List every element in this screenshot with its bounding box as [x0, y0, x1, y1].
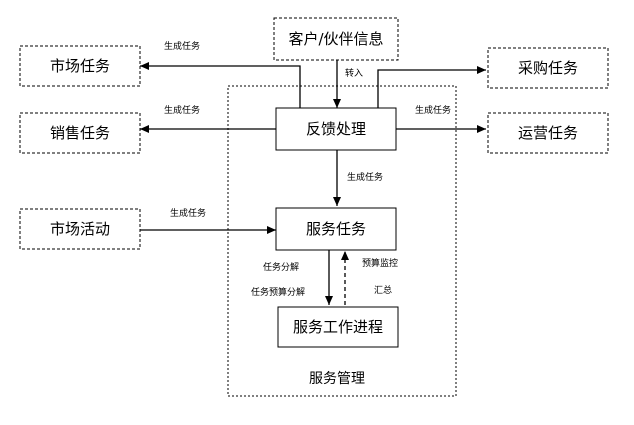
node-market-task: 市场任务	[19, 45, 141, 87]
edge-label-budget-monitoring: 预算监控	[362, 257, 398, 269]
edge-label-transfer-in: 转入	[345, 67, 363, 79]
svg-text:反馈处理: 反馈处理	[306, 120, 366, 138]
svg-text:市场活动: 市场活动	[50, 220, 110, 238]
edge-to-market-task	[140, 62, 301, 108]
svg-text:销售任务: 销售任务	[50, 124, 110, 142]
service-management-group	[227, 85, 457, 397]
edge-label-to-market-task: 生成任务	[164, 40, 200, 52]
node-market-activity: 市场活动	[19, 208, 141, 250]
edge-to-procurement-task	[377, 66, 486, 108]
node-procurement-task: 采购任务	[487, 47, 609, 89]
node-service-task: 服务任务	[275, 207, 397, 251]
group-label: 服务管理	[309, 371, 365, 387]
svg-text:客户/伙伴信息: 客户/伙伴信息	[288, 30, 383, 48]
edge-label-task-breakdown: 任务分解	[263, 261, 299, 273]
node-operations-task: 运营任务	[487, 112, 609, 154]
edge-label-budget-breakdown: 任务预算分解	[251, 286, 305, 298]
edge-label-to-sales-task: 生成任务	[164, 104, 200, 116]
svg-text:市场任务: 市场任务	[50, 57, 110, 75]
node-sales-task: 销售任务	[19, 112, 141, 154]
edge-label-to-operations-task: 生成任务	[415, 104, 451, 116]
svg-text:运营任务: 运营任务	[518, 124, 578, 142]
svg-text:采购任务: 采购任务	[518, 59, 578, 77]
node-customer-info: 客户/伙伴信息	[273, 17, 399, 61]
edge-label-summary: 汇总	[374, 284, 392, 296]
svg-text:服务工作进程: 服务工作进程	[293, 318, 383, 336]
node-service-work-progress: 服务工作进程	[277, 306, 399, 348]
connectors	[140, 60, 486, 305]
node-feedback-processing: 反馈处理	[275, 107, 397, 151]
edge-label-from-market-activity: 生成任务	[170, 207, 206, 219]
svg-text:服务任务: 服务任务	[306, 220, 366, 238]
edge-label-to-service-task: 生成任务	[347, 171, 383, 183]
